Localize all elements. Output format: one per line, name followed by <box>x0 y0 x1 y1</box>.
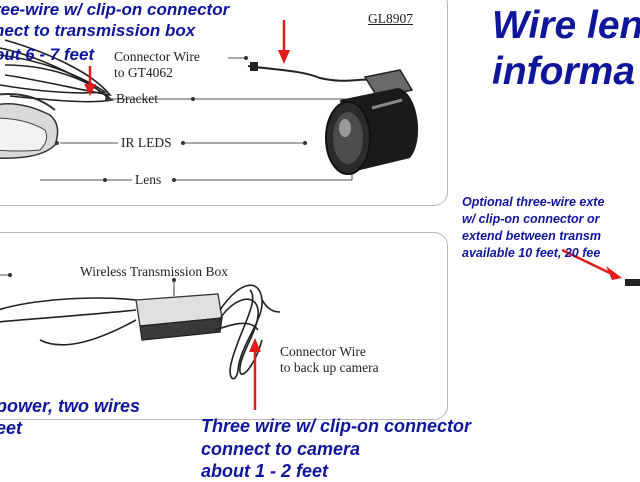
top-wire-caption-line-2: nect to transmission box <box>0 21 196 40</box>
page-title-line-2: informa <box>492 50 636 93</box>
connector-wire-label-line-1: Connector Wire <box>114 49 200 64</box>
page-title-line-1: Wire len <box>492 4 640 47</box>
camera-bracket-illustration <box>0 93 59 159</box>
camera-wire-caption-line-1: Three wire w/ clip-on connector <box>201 416 472 436</box>
lens-label: Lens <box>135 172 162 187</box>
ir-leds-label: IR LEDS <box>121 135 172 150</box>
extension-note-line-1: Optional three-wire exte <box>462 195 605 209</box>
extension-note-line-4: available 10 feet, 20 fee <box>462 246 601 260</box>
label-leader-lines-top <box>40 57 354 181</box>
red-pointer-arrows <box>84 20 622 410</box>
transmission-box-label: Wireless Transmission Box <box>80 264 228 279</box>
leader-dots-bottom <box>8 273 176 282</box>
transmission-box-diagram-panel <box>0 232 448 420</box>
camera-wire-caption-line-3: about 1 - 2 feet <box>201 461 329 481</box>
top-wire-caption-line-3: out 6 - 7 feet <box>0 45 95 64</box>
extension-cable-end <box>625 279 640 286</box>
power-caption-line-2: eet <box>0 418 23 438</box>
connector-wire-label-line-2: to GT4062 <box>114 65 173 80</box>
transmission-box-illustration <box>135 287 223 341</box>
model-number: GL8907 <box>368 11 413 26</box>
top-wire-caption-line-1: ree-wire w/ clip-on connector <box>0 0 230 19</box>
extension-note-line-2: w/ clip-on connector or <box>462 212 600 226</box>
backup-camera-illustration <box>247 62 419 175</box>
camera-connector-wire-label-line-2: to back up camera <box>280 360 379 375</box>
extension-note-line-3: extend between transm <box>462 229 601 243</box>
power-wires <box>0 297 137 346</box>
cable-coil-bottom <box>214 284 281 380</box>
camera-connector-wire-label-line-1: Connector Wire <box>280 344 366 359</box>
power-caption-line-1: power, two wires <box>0 396 141 416</box>
cable-coil-top <box>0 39 114 103</box>
camera-wire-caption-line-2: connect to camera <box>201 439 361 459</box>
bracket-label: Bracket <box>116 91 158 106</box>
